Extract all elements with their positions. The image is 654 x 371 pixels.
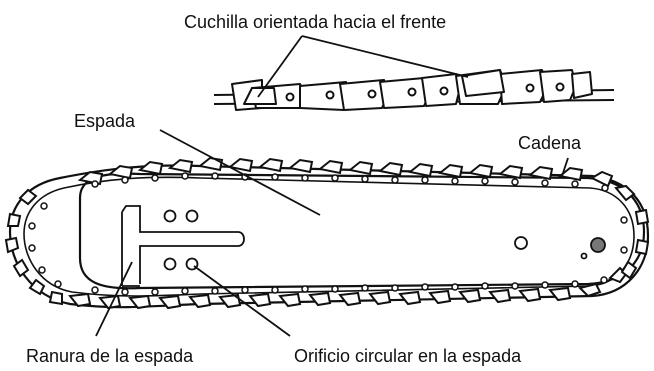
leader-hole <box>193 265 291 337</box>
bar-hole <box>185 209 199 223</box>
leader-bar <box>159 129 321 216</box>
small-hole <box>580 252 588 260</box>
chain-rivets <box>28 172 628 296</box>
leader-lines <box>95 35 569 337</box>
saw-chain <box>4 156 650 310</box>
chain-teeth-bottom <box>68 266 628 310</box>
bar-details <box>121 205 606 287</box>
bar-outline <box>78 172 646 290</box>
leader-cutter-right <box>301 35 469 78</box>
leader-chain <box>561 157 569 177</box>
bar-groove <box>121 205 245 286</box>
bar-hole <box>163 257 177 271</box>
sprocket-hole <box>590 237 606 253</box>
bar-hole <box>163 209 177 223</box>
leader-cutter-left <box>257 35 303 98</box>
label-bar-groove: Ranura de la espada <box>26 346 194 366</box>
labels: Cuchilla orientada hacia el frente Espad… <box>26 12 582 366</box>
label-bar: Espada <box>74 111 136 131</box>
guide-bar <box>78 172 646 290</box>
label-chain: Cadena <box>518 133 582 153</box>
chain-segment-detail <box>213 69 615 111</box>
chain-teeth-tail <box>620 208 650 280</box>
chain-teeth-nose <box>4 188 63 306</box>
chain-teeth-top <box>77 156 636 202</box>
label-bar-hole: Orificio circular en la espada <box>294 346 522 366</box>
bar-hole <box>514 236 528 250</box>
leader-groove <box>95 261 133 337</box>
label-cutter-forward: Cuchilla orientada hacia el frente <box>184 12 446 32</box>
